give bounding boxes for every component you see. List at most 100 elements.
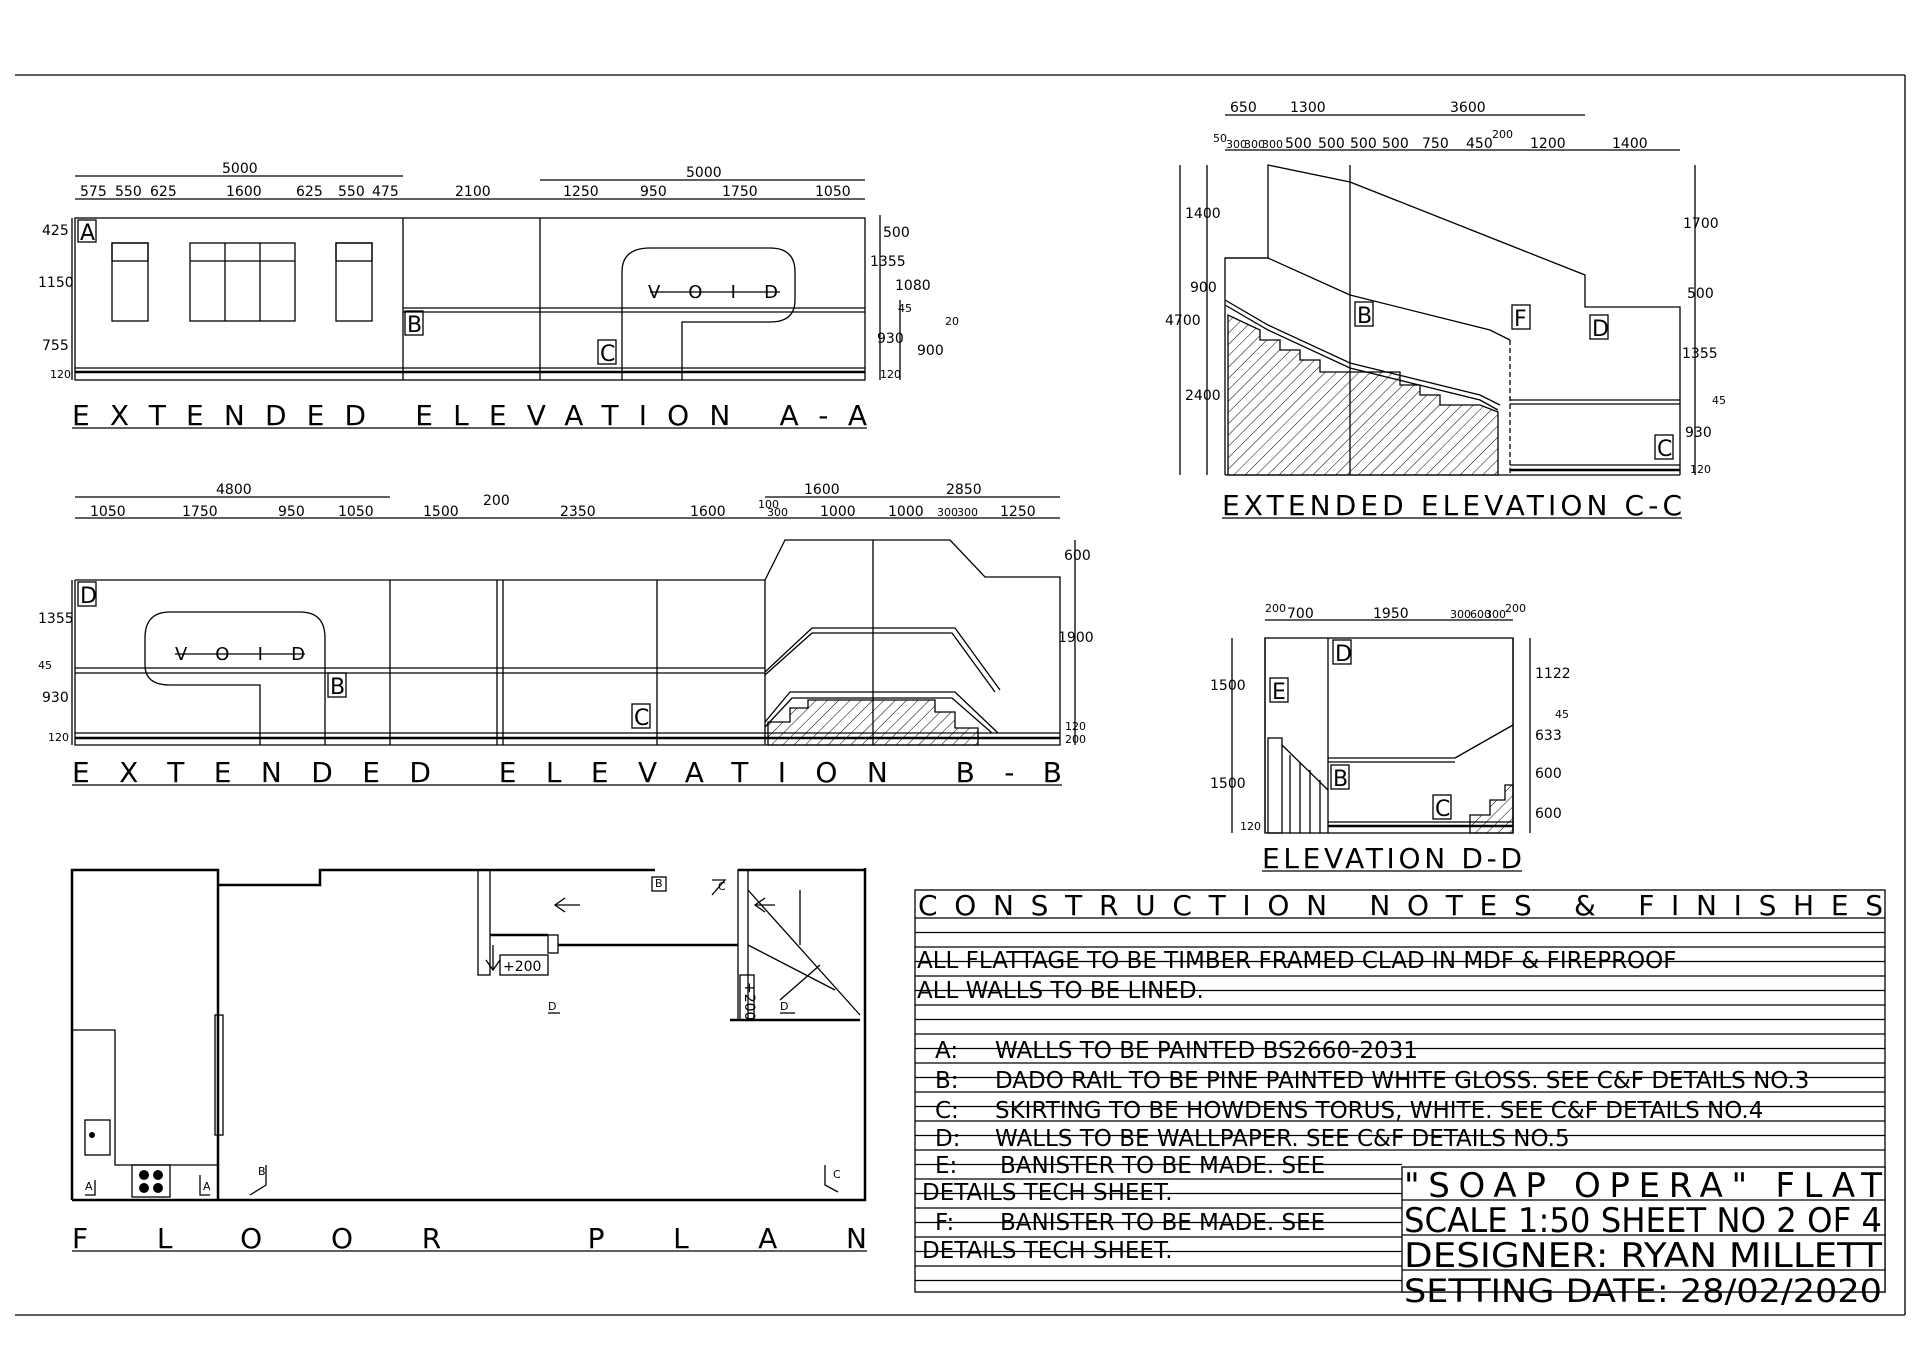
elevation-bb: VOID D B C 4800 1600 2850 200 100 1050 1…	[38, 482, 1094, 789]
svg-text:2100: 2100	[455, 184, 491, 200]
svg-text:475: 475	[372, 184, 399, 200]
cc-dim-top-2: 1300	[1290, 100, 1326, 116]
note-f-cont: DETAILS TECH SHEET.	[922, 1238, 1173, 1264]
bb-dim-left-1: 1355	[38, 611, 74, 627]
plan-stair-label-2: +200	[741, 982, 757, 1020]
aa-dim-right-5: 20	[945, 315, 959, 328]
cc-dim-right-2: 500	[1687, 286, 1714, 302]
plan-marker-c2: C	[718, 880, 726, 893]
dd-dim-right-2: 45	[1555, 708, 1569, 721]
dd-tag-d: D	[1335, 642, 1352, 667]
svg-text:625: 625	[150, 184, 177, 200]
elevation-aa: VOID A B C 5000 5000 575 550 625 1600 62…	[38, 161, 959, 432]
floor-plan-title: FLOOR PLAN	[72, 1222, 867, 1255]
bb-dim-left-2: 45	[38, 659, 52, 672]
cc-dim-right-6: 120	[1690, 463, 1711, 476]
note-d-key: D:	[935, 1126, 960, 1152]
svg-text:500: 500	[1318, 136, 1345, 152]
note-b-key: B:	[935, 1068, 959, 1094]
cc-dim-left-1: 1400	[1185, 206, 1221, 222]
title-block-scale: SCALE 1:50 SHEET NO 2 OF 4	[1404, 1201, 1882, 1241]
dd-tag-b: B	[1333, 767, 1348, 792]
aa-dim-right-6: 930	[877, 331, 904, 347]
plan-stair-label-1: +200	[503, 959, 541, 975]
svg-text:1000: 1000	[820, 504, 856, 520]
dd-tag-e: E	[1272, 680, 1286, 705]
bb-dim-left-4: 120	[48, 731, 69, 744]
cc-dim-right-5: 930	[1685, 425, 1712, 441]
note-c-text: SKIRTING TO BE HOWDENS TORUS, WHITE. SEE…	[995, 1098, 1763, 1124]
plan-marker-d2: D	[780, 1000, 788, 1013]
dd-title: ELEVATION D-D	[1262, 842, 1522, 875]
svg-text:700: 700	[1287, 606, 1314, 622]
aa-dim-right-3: 1080	[895, 278, 931, 294]
svg-text:500: 500	[1382, 136, 1409, 152]
aa-dim-right-7: 900	[917, 343, 944, 359]
plan-marker-a2: A	[203, 1180, 211, 1193]
aa-dim-right-4: 45	[898, 302, 912, 315]
cc-dim-top-1: 650	[1230, 100, 1257, 116]
cc-dim-right-4: 45	[1712, 394, 1726, 407]
cc-dim-right-3: 1355	[1682, 346, 1718, 362]
svg-text:1500: 1500	[423, 504, 459, 520]
svg-text:300: 300	[1226, 138, 1247, 151]
plan-marker-b2: B	[655, 877, 663, 890]
dd-dim-right-4: 600	[1535, 766, 1562, 782]
bb-dim-right-1: 600	[1064, 548, 1091, 564]
svg-text:1250: 1250	[563, 184, 599, 200]
dd-dim-top: 200 700 1950 300 600 300 200	[1265, 602, 1526, 622]
svg-text:300: 300	[937, 506, 958, 519]
note-e-cont: DETAILS TECH SHEET.	[922, 1180, 1173, 1206]
svg-text:1050: 1050	[90, 504, 126, 520]
svg-text:450: 450	[1466, 136, 1493, 152]
svg-text:2350: 2350	[560, 504, 596, 520]
plan-marker-a1: A	[85, 1180, 93, 1193]
plan-marker-c1: C	[833, 1168, 841, 1181]
svg-text:550: 550	[338, 184, 365, 200]
note-c-key: C:	[935, 1098, 959, 1124]
dd-dim-right-5: 600	[1535, 806, 1562, 822]
svg-text:200: 200	[1492, 128, 1513, 141]
svg-text:300: 300	[767, 506, 788, 519]
aa-tag-b: B	[407, 313, 422, 338]
svg-text:300: 300	[1450, 608, 1471, 621]
note-e-text: BANISTER TO BE MADE. SEE	[1000, 1153, 1325, 1179]
svg-text:300: 300	[957, 506, 978, 519]
elevation-cc: B F D C 650 1300 3600 50 300 300 300 500…	[1165, 100, 1726, 522]
bb-dim-left-3: 930	[42, 690, 69, 706]
aa-dim-left-3: 755	[42, 338, 69, 354]
dd-dim-left-1: 1500	[1210, 678, 1246, 694]
aa-dim-left-4: 120	[50, 368, 71, 381]
cc-title: EXTENDED ELEVATION C-C	[1222, 489, 1682, 522]
note-a-text: WALLS TO BE PAINTED BS2660-2031	[995, 1038, 1418, 1064]
note-b-text: DADO RAIL TO BE PINE PAINTED WHITE GLOSS…	[995, 1068, 1809, 1094]
bb-tag-b: B	[330, 675, 345, 700]
svg-text:750: 750	[1422, 136, 1449, 152]
bb-dim-mid-2: 100	[758, 498, 779, 511]
elevation-dd: D E B C 200 700 1950 300 600 300 200 150…	[1210, 602, 1571, 875]
cc-tag-d: D	[1592, 317, 1609, 342]
svg-text:550: 550	[115, 184, 142, 200]
cc-tag-b: B	[1357, 304, 1372, 329]
plan-marker-d1: D	[548, 1000, 556, 1013]
dd-dim-left-3: 120	[1240, 820, 1261, 833]
aa-tag-c: C	[600, 342, 615, 367]
svg-text:575: 575	[80, 184, 107, 200]
dd-dim-right-3: 633	[1535, 728, 1562, 744]
aa-dim-left-2: 1150	[38, 275, 74, 291]
notes-title: CONSTRUCTION NOTES & FINISHES	[918, 889, 1883, 922]
title-block: "SOAP OPERA" FLAT SCALE 1:50 SHEET NO 2 …	[1401, 1166, 1886, 1310]
svg-text:950: 950	[640, 184, 667, 200]
bb-dim-right-2: 1900	[1058, 630, 1094, 646]
floor-plan: +200 +200 A A B B C C D D FLOOR PLAN	[70, 868, 867, 1255]
cc-dim-row: 50 300 300 300 500 500 500 500 750 450 2…	[1213, 128, 1648, 152]
svg-text:625: 625	[296, 184, 323, 200]
notes-ruled-lines	[915, 917, 1885, 1282]
plan-marker-b1: B	[258, 1165, 266, 1178]
note-f-text: BANISTER TO BE MADE. SEE	[1000, 1210, 1325, 1236]
bb-tag-c: C	[634, 706, 649, 731]
notes-general-1: ALL FLATTAGE TO BE TIMBER FRAMED CLAD IN…	[917, 948, 1676, 974]
svg-text:300: 300	[1262, 138, 1283, 151]
note-d-text: WALLS TO BE WALLPAPER. SEE C&F DETAILS N…	[995, 1126, 1570, 1152]
